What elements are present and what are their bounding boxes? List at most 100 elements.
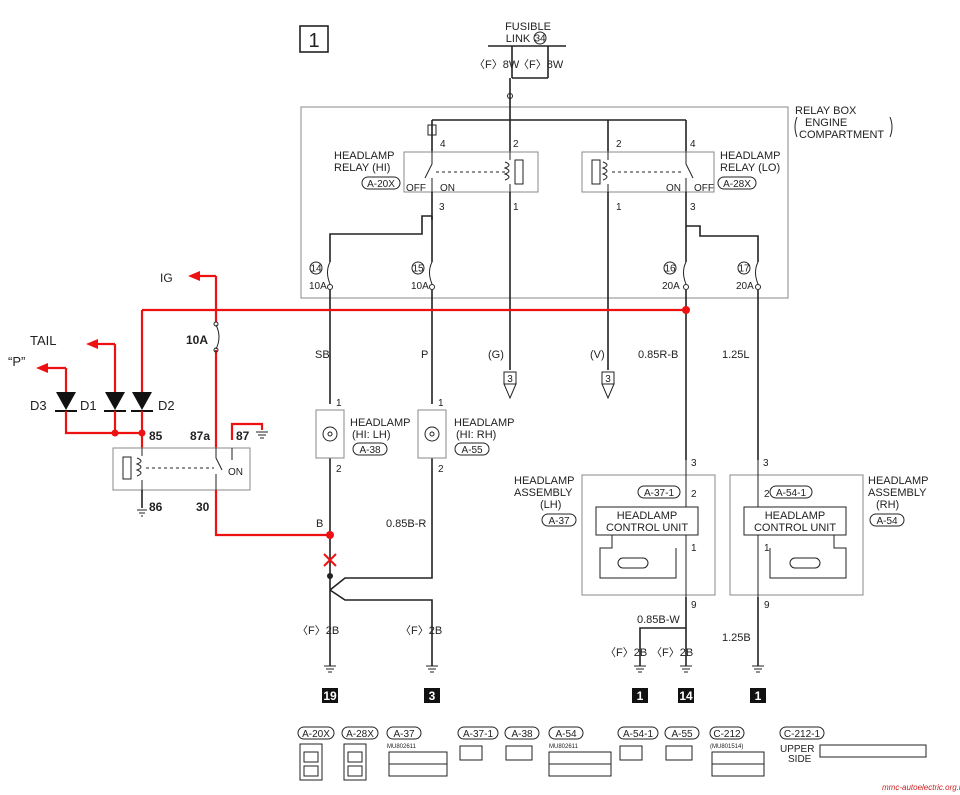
control-unit-rh-label-2: CONTROL UNIT [754, 522, 836, 534]
headlamp-relay-hi: HEADLAMP RELAY (HI) A-20X 4 2 3 1 OFF ON [334, 139, 539, 213]
relay-box-outline [300, 106, 789, 299]
assembly-lh-pin-9: 9 [691, 600, 697, 611]
assembly-rh-pin-1: 1 [764, 543, 770, 554]
headlamp-relay-lo: HEADLAMP RELAY (LO) A-28X 2 4 1 3 ON OFF [581, 139, 781, 213]
fuse-15-rating: 10A [411, 281, 429, 292]
diode-d3: D3 [30, 392, 142, 435]
headlamp-hi-lh: 1 2 HEADLAMP (HI: LH) A-38 [315, 398, 411, 475]
wire-label-f2b-4: 〈F〉2B [651, 646, 693, 659]
relay-lo-label-2: RELAY (LO) [720, 162, 780, 174]
lamp-lh-pin-1: 1 [336, 398, 342, 409]
fuse-17-rating: 20A [736, 281, 754, 292]
fusible-link-label-2: LINK [506, 33, 531, 45]
assembly-lh-pin-2: 2 [691, 489, 697, 500]
assembly-rh-label-2: ASSEMBLY [868, 487, 927, 499]
fuse-16-rating: 20A [662, 281, 680, 292]
legend-mu2: MU802611 [549, 744, 579, 750]
control-unit-lh-label-2: CONTROL UNIT [606, 522, 688, 534]
lamp-rh-pin-1: 1 [438, 398, 444, 409]
page-number: 1 [308, 30, 319, 52]
fuse-17-number: 17 [738, 264, 750, 275]
added-fuse-rating: 10A [186, 333, 208, 347]
relay-box-label-3: COMPARTMENT [799, 129, 884, 141]
relay-lo-pin-1: 1 [616, 202, 622, 213]
relay-lo-label: HEADLAMP [720, 150, 781, 162]
legend-c212-1: C-212-1 [784, 729, 821, 740]
headlamp-assembly-lh: HEADLAMP ASSEMBLY (LH) A-37 A-37-1 3 2 1… [514, 458, 716, 611]
ig-label: IG [160, 271, 173, 285]
assembly-lh-label-3: (LH) [540, 499, 561, 511]
diode-d1: D1 [80, 392, 126, 437]
relay-box-label-2: ENGINE [805, 117, 847, 129]
ground-3: 3 [424, 665, 440, 703]
relay-hi-pin-1: 1 [513, 202, 519, 213]
diode-d3-label: D3 [30, 398, 47, 413]
relay-hi-on: ON [440, 183, 455, 194]
legend-a37-1: A-37-1 [463, 729, 493, 740]
relay-pin-85: 85 [149, 429, 163, 443]
ref-arrow-g-number: 3 [507, 374, 513, 385]
legend-c212: C-212 [713, 729, 741, 740]
lamp-lh-pin-2: 2 [336, 464, 342, 475]
ground-19: 19 [322, 665, 338, 703]
fuse-16-number: 16 [664, 264, 676, 275]
page-number-box [299, 25, 329, 53]
headlamp-hi-rh: 1 2 HEADLAMP (HI: RH) A-55 [417, 398, 515, 475]
relay-pin-30: 30 [196, 500, 210, 514]
connector-legend: A-20X A-28X A-37 A-37-1 A-38 A-54 A-54-1… [297, 726, 927, 781]
ground-1-number: 1 [637, 689, 644, 703]
fuse-14-number: 14 [310, 264, 322, 275]
fusible-link-label: FUSIBLE [505, 21, 551, 33]
legend-mu3: (MU801514) [710, 744, 743, 750]
headlamp-assembly-rh: HEADLAMP ASSEMBLY (RH) A-54 A-54-1 3 2 1… [729, 458, 929, 611]
relay-hi-pin-4: 4 [440, 139, 446, 150]
fusible-link: FUSIBLE LINK 34 〈F〉8W 〈F〉8W [474, 21, 566, 99]
relay-lo-on: ON [666, 183, 681, 194]
assembly-rh-sub-connector: A-54-1 [776, 488, 806, 499]
fuse-15-number: 15 [412, 264, 424, 275]
legend-upper-side: SIDE [788, 754, 812, 765]
lamp-rh-label-2: (HI: RH) [456, 429, 496, 441]
diode-d2-label: D2 [158, 398, 175, 413]
assembly-rh-label: HEADLAMP [868, 475, 929, 487]
wire-label-f2b-1: 〈F〉2B [297, 624, 339, 637]
fuse-15: 15 10A [411, 261, 435, 292]
control-unit-rh-label: HEADLAMP [765, 510, 826, 522]
ground-14-number: 14 [679, 689, 693, 703]
wire-label-125l: 1.25L [722, 349, 750, 361]
fuse-16: 16 20A [662, 261, 689, 292]
assembly-rh-pin-9: 9 [764, 600, 770, 611]
p-label: “P” [8, 354, 25, 369]
legend-a20x: A-20X [302, 729, 330, 740]
wire-label-085b-r: 0.85B-R [386, 518, 426, 530]
legend-a54-1: A-54-1 [623, 729, 653, 740]
fusible-link-number: 34 [534, 34, 546, 45]
wire-label-085b-w: 0.85B-W [637, 614, 680, 626]
lamp-rh-pin-2: 2 [438, 464, 444, 475]
lamp-rh-connector: A-55 [461, 445, 483, 456]
wire-label-sb: SB [315, 349, 330, 361]
wire-label-f8w-left: 〈F〉8W [474, 58, 520, 71]
cut-mark [323, 553, 337, 567]
assembly-rh-pin-2: 2 [764, 489, 770, 500]
relay-hi-pin-2: 2 [513, 139, 519, 150]
wire-label-f8w-right: 〈F〉8W [518, 58, 564, 71]
diode-d1-label: D1 [80, 398, 97, 413]
ref-arrow-g: 3 [503, 371, 517, 400]
control-unit-lh-label: HEADLAMP [617, 510, 678, 522]
relay-hi-label: HEADLAMP [334, 150, 395, 162]
fuse-14-rating: 10A [309, 281, 327, 292]
assembly-rh-connector: A-54 [876, 516, 898, 527]
ground-1-lh: 1 [632, 665, 648, 703]
wire-label-v: (V) [590, 349, 605, 361]
relay-lo-pin-3: 3 [690, 202, 696, 213]
assembly-lh-connector: A-37 [548, 516, 570, 527]
relay-box-label: RELAY BOX [795, 105, 857, 117]
diode-d2: D2 [131, 392, 175, 448]
lamp-lh-label-2: (HI: LH) [352, 429, 391, 441]
ground-14: 14 [678, 665, 694, 703]
ground-1-rh: 1 [750, 665, 766, 703]
added-wire-junction-top [682, 306, 690, 314]
assembly-rh-label-3: (RH) [876, 499, 899, 511]
